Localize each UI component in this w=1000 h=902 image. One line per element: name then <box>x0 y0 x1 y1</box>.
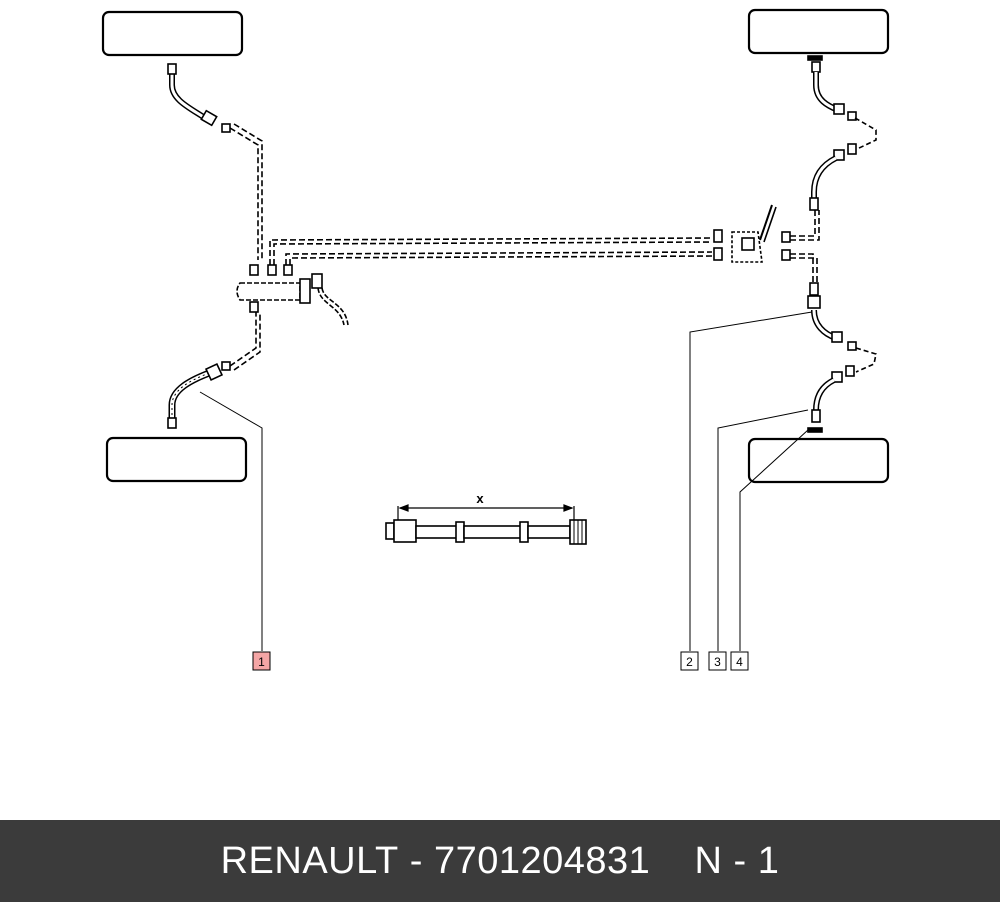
dimension-label: x <box>476 491 484 506</box>
callout-4-label: 4 <box>736 655 743 669</box>
brake-compensator <box>713 204 791 263</box>
leader-lines <box>199 311 813 651</box>
footer-separator: - <box>409 839 423 882</box>
wheel-front-right <box>747 8 890 55</box>
callout-2[interactable]: 2 <box>680 651 699 671</box>
master-cylinder <box>236 264 349 326</box>
hose-rear-right <box>807 282 877 433</box>
hose-front-right <box>807 55 877 211</box>
callout-3[interactable]: 3 <box>708 651 727 671</box>
footer-brand: RENAULT <box>220 839 399 882</box>
footer-bar: RENAULT - 7701204831 N - 1 <box>0 820 1000 902</box>
wheel-front-left <box>101 10 244 57</box>
dimension-arrow <box>397 504 575 520</box>
footer-part-number: 7701204831 <box>433 839 651 882</box>
callout-1-label: 1 <box>258 655 265 669</box>
hose-rear-left <box>167 361 231 429</box>
wheel-rear-left <box>105 436 248 483</box>
wheel-rear-right <box>747 437 890 484</box>
callout-4[interactable]: 4 <box>730 651 749 671</box>
hose-detail-view <box>385 519 587 545</box>
footer-position: N - 1 <box>694 839 780 882</box>
callout-1[interactable]: 1 <box>252 651 271 671</box>
callout-3-label: 3 <box>714 655 721 669</box>
brake-hose-diagram: 1 2 3 4 x <box>101 8 890 671</box>
callout-2-label: 2 <box>686 655 693 669</box>
hose-front-left <box>167 63 231 133</box>
